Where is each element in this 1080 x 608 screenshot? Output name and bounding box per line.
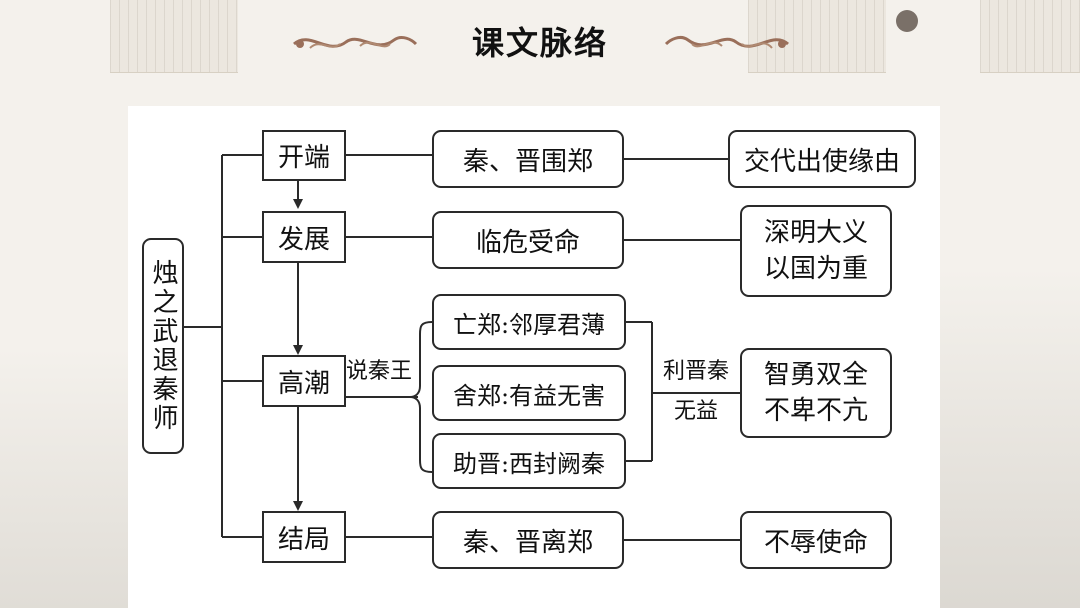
- event-box-ending: 秦、晋离郑: [432, 511, 624, 569]
- result-label: 智勇双全不卑不亢: [763, 360, 868, 426]
- result-box-ending: 不辱使命: [740, 511, 892, 569]
- stage-label: 结局: [277, 524, 330, 555]
- page-title: 课文脉络: [471, 24, 608, 62]
- event-label: 临危受命: [475, 227, 580, 258]
- event-label: 秦、晋离郑: [462, 527, 593, 558]
- event-box-beginning: 秦、晋围郑: [432, 130, 624, 188]
- argument-box: 舍郑:有益无害: [432, 365, 626, 421]
- stage-box-beginning: 开端: [262, 130, 346, 181]
- event-box-development: 临危受命: [432, 211, 624, 269]
- dragon-ornament-right-icon: [664, 36, 789, 49]
- background-shade: [0, 348, 140, 608]
- hanging-ornament: [896, 10, 918, 32]
- link-label: 利晋秦无益: [662, 359, 729, 424]
- stage-label: 开端: [277, 143, 330, 173]
- scroll-strip-left: [110, 0, 238, 73]
- stage-box-climax: 高潮: [262, 355, 346, 407]
- argument-label: 舍郑:有益无害: [452, 381, 606, 410]
- speech-label: 说秦王: [346, 359, 413, 384]
- stage-label: 发展: [277, 224, 330, 255]
- scroll-strip-right: [980, 0, 1080, 73]
- event-label: 秦、晋围郑: [462, 146, 593, 177]
- result-box-development: 深明大义以国为重: [740, 205, 892, 297]
- result-label: 交代出使缘由: [743, 146, 900, 177]
- argument-label: 亡郑:邻厚君薄: [452, 310, 606, 339]
- stage-box-development: 发展: [262, 211, 346, 263]
- argument-label: 助晋:西封阙秦: [452, 449, 606, 478]
- result-box-climax: 智勇双全不卑不亢: [740, 348, 892, 438]
- root-label: 烛之武退秦师: [148, 259, 178, 433]
- result-label: 深明大义以国为重: [763, 218, 868, 284]
- dragon-ornament-left-icon: [293, 36, 418, 49]
- scroll-strip-mid: [748, 0, 886, 73]
- stage-label: 高潮: [277, 368, 330, 399]
- root-box: 烛之武退秦师: [142, 238, 184, 454]
- stage-box-ending: 结局: [262, 511, 346, 563]
- argument-box: 亡郑:邻厚君薄: [432, 294, 626, 350]
- result-box-beginning: 交代出使缘由: [728, 130, 916, 188]
- argument-box: 助晋:西封阙秦: [432, 433, 626, 489]
- result-label: 不辱使命: [763, 527, 868, 558]
